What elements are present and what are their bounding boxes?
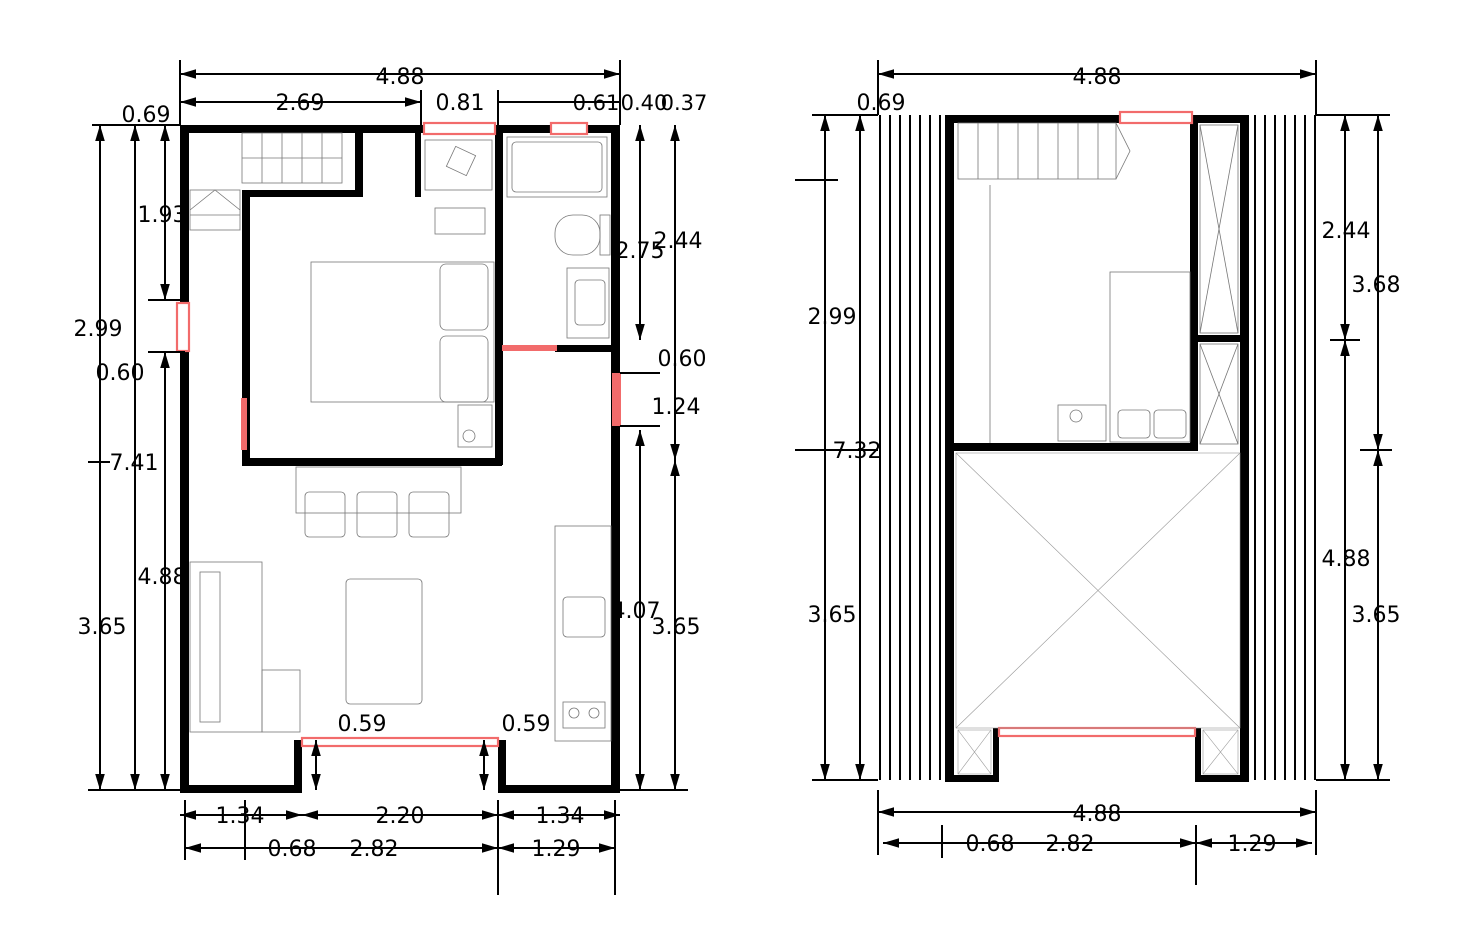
dining	[295, 466, 462, 538]
upper-closet-divider	[1198, 335, 1243, 342]
dim-top-segment-2: 0.81	[436, 91, 485, 116]
dim-right-door: 1.24	[652, 395, 701, 420]
upper-loft-edge	[945, 443, 1198, 451]
dim-bottom-right: 1.34	[536, 804, 585, 829]
dim-left-upper: 2.99	[74, 317, 123, 342]
bedroom-wall-east	[495, 125, 503, 465]
ground-dimension-lines	[88, 60, 688, 895]
north-wall	[180, 125, 620, 133]
upper-inner-wall	[1190, 115, 1198, 451]
dim-bottom-b-center: 2.82	[350, 837, 399, 862]
stairs	[189, 132, 343, 231]
upper-dim-corner: 0.69	[857, 91, 906, 116]
upper-dim-right-mid: 3.68	[1352, 273, 1401, 298]
dim-top-segment-5: 0.37	[661, 91, 708, 115]
sofa	[189, 561, 423, 733]
upper-dim-right-upper: 2.44	[1322, 219, 1371, 244]
upper-dim-bottom-b-center: 2.82	[1046, 832, 1095, 857]
bed	[310, 139, 495, 448]
upper-east-wall	[1240, 115, 1249, 782]
door-bedroom	[241, 398, 247, 450]
dim-left-outer: 7.41	[110, 451, 159, 476]
dim-bottom-left: 1.34	[216, 804, 265, 829]
upper-south-left	[945, 775, 998, 782]
upper-dim-bottom-b-left: 0.68	[966, 832, 1015, 857]
east-wall	[611, 125, 620, 793]
south-wall-right	[498, 785, 620, 793]
door-bath	[502, 345, 557, 351]
upper-dim-bottom-total: 4.88	[1073, 802, 1122, 827]
door-east	[612, 373, 621, 426]
stair-wall	[355, 125, 363, 197]
dim-top-segment-3: 0.61	[573, 91, 620, 115]
upper-dim-left-upper: 2.99	[808, 305, 857, 330]
dim-recess-right: 0.59	[502, 712, 551, 737]
dim-bottom-center: 2.20	[376, 804, 425, 829]
closet-wall	[415, 125, 421, 197]
upper-stairs	[957, 122, 1131, 443]
upper-recess-left	[993, 728, 999, 782]
dim-recess-left: 0.59	[338, 712, 387, 737]
window-north-1	[422, 121, 497, 136]
bedroom-wall-south	[242, 458, 502, 466]
upper-floor-plan: 4.88 0.69 2.99 7.32 3.65 2.44 3.68 4.88 …	[795, 60, 1400, 885]
recess-wall-right	[498, 740, 506, 793]
bedroom-wall-north	[242, 190, 360, 197]
upper-dim-bottom-b-right: 1.29	[1228, 832, 1277, 857]
upper-window-south	[997, 726, 1197, 738]
dim-right-kitchen: 4.07	[612, 599, 661, 624]
dim-right-upper: 2.44	[654, 229, 703, 254]
dim-left-window: 0.60	[96, 361, 145, 386]
bathroom-fixtures	[506, 136, 611, 339]
kitchen-counter	[554, 525, 612, 742]
void-opening	[955, 452, 1241, 775]
window-west	[175, 301, 191, 353]
dim-right-bath: 2.75	[616, 239, 665, 264]
dim-top-segment-4: 0.40	[621, 91, 668, 115]
upper-dimension-lines	[795, 60, 1392, 885]
dim-top-segment-1: 2.69	[276, 91, 325, 116]
bath-wall-south	[555, 345, 615, 352]
upper-dim-right-inner: 4.88	[1322, 547, 1371, 572]
upper-north-wall	[945, 115, 1249, 123]
upper-dim-left-lower: 3.65	[808, 603, 857, 628]
upper-south-right	[1195, 775, 1249, 782]
ground-floor-plan: 4.88 2.69 0.81 0.61 0.40 0.37 0.69 2.99 …	[74, 60, 708, 895]
west-wall	[180, 125, 189, 793]
dim-bottom-b-right: 1.29	[532, 837, 581, 862]
dim-left-inner: 4.88	[138, 565, 187, 590]
upper-window-north	[1118, 110, 1194, 125]
dim-corner: 0.69	[122, 103, 171, 128]
window-north-2	[549, 121, 589, 136]
dim-right-lower: 3.65	[652, 615, 701, 640]
dim-right-door-offset: 0.60	[658, 347, 707, 372]
upper-furniture	[1057, 271, 1191, 443]
cladding-left	[879, 115, 941, 780]
upper-dim-left-outer: 7.32	[833, 439, 882, 464]
dim-left-stair: 1.93	[138, 203, 187, 228]
south-wall-left	[180, 785, 302, 793]
upper-recess-right	[1195, 728, 1201, 782]
recess-wall-left	[294, 740, 302, 793]
dim-bottom-b-left: 0.68	[268, 837, 317, 862]
upper-closets	[1199, 124, 1239, 445]
upper-dim-right-lower: 3.65	[1352, 603, 1401, 628]
dim-left-lower: 3.65	[78, 615, 127, 640]
upper-dim-top-total: 4.88	[1073, 65, 1122, 90]
cladding-right	[1254, 115, 1316, 780]
window-south	[300, 736, 500, 748]
bedroom-wall-west	[242, 190, 250, 465]
dim-top-total: 4.88	[376, 65, 425, 90]
